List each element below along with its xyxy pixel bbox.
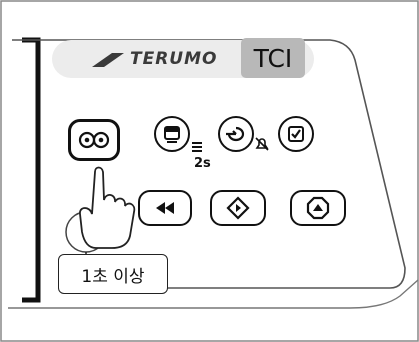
- return-button[interactable]: [218, 116, 254, 152]
- confirm-button[interactable]: [278, 116, 314, 152]
- display-hold-button[interactable]: [154, 116, 190, 152]
- checkbox-icon: [288, 126, 304, 142]
- start-diamond-icon: [226, 196, 250, 220]
- start-button[interactable]: [210, 190, 266, 226]
- stop-octagon-icon: [306, 196, 330, 220]
- alarm-off-icon: [255, 137, 269, 151]
- eyes-icon: [78, 131, 110, 149]
- brand-logo: TERUMO: [90, 44, 217, 74]
- stop-button[interactable]: [290, 190, 346, 226]
- return-icon: [226, 126, 245, 142]
- menu-lines-icon: [192, 142, 202, 152]
- press-duration-callout: 1초 이상: [58, 254, 168, 294]
- brand-name: TERUMO: [130, 49, 218, 69]
- tci-mode-badge: TCI: [241, 38, 305, 78]
- terumo-swoosh-icon: [92, 53, 124, 67]
- hold-button[interactable]: [68, 119, 120, 161]
- hold-duration-label: 2s: [194, 156, 211, 171]
- rewind-button[interactable]: [138, 190, 192, 226]
- display-hold-icon: [164, 126, 180, 143]
- rewind-icon: [156, 202, 174, 214]
